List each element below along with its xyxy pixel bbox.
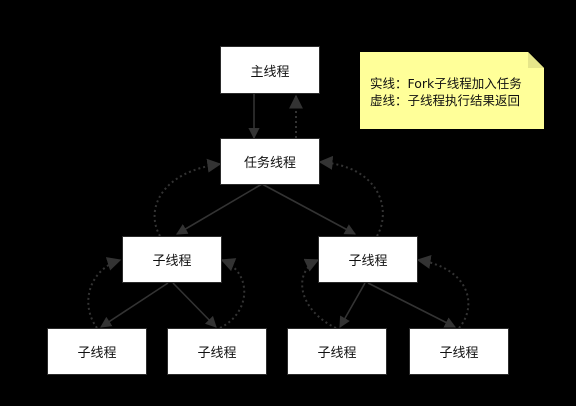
fork-edge-task-child-right [261,183,356,235]
return-edge-child-left-task [153,158,222,237]
legend-note-solid-line: 实线：Fork子线程加入任务 [370,76,522,91]
fork-edge-child-right-leaf-4 [367,282,456,328]
fork-edge-child-left-leaf-1 [100,282,169,328]
return-edge-leaf-3-child-right [301,258,337,329]
task-thread-node: 任务线程 [220,138,320,185]
fork-edge-child-left-leaf-2 [172,282,217,328]
legend-note: 实线：Fork子线程加入任务 虚线：子线程执行结果返回 [360,52,544,129]
fork-edge-task-child-left [176,183,263,235]
main-thread-node: 主线程 [220,46,320,94]
fork-edge-child-right-leaf-3 [339,282,366,328]
return-edge-leaf-4-child-right [416,255,470,329]
return-edge-leaf-2-child-left [219,258,246,329]
leaf-thread-node-1: 子线程 [47,328,147,375]
return-edge-child-right-task [318,155,384,237]
leaf-thread-node-3: 子线程 [287,328,387,375]
child-thread-node-right: 子线程 [318,236,418,283]
legend-note-dotted-line: 虚线：子线程执行结果返回 [370,93,521,108]
return-edge-leaf-1-child-left [87,257,122,329]
child-thread-node-left: 子线程 [122,236,222,283]
leaf-thread-node-4: 子线程 [409,328,509,375]
leaf-thread-node-2: 子线程 [167,328,267,375]
